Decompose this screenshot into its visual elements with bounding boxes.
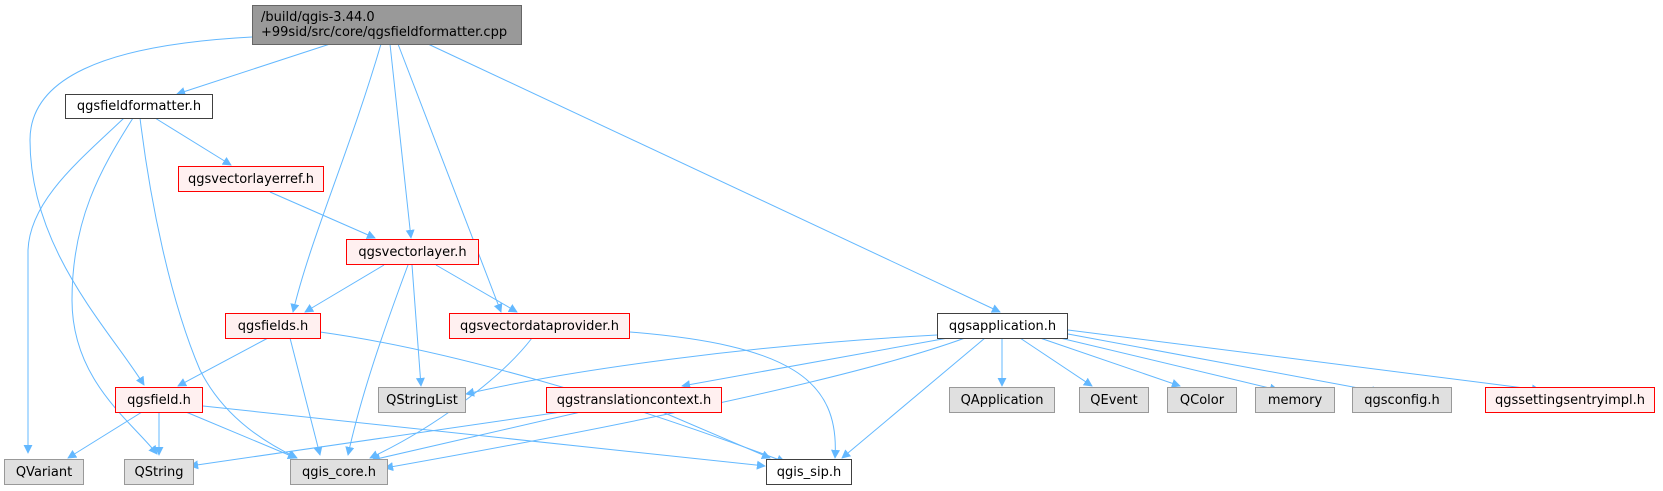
node-qevent[interactable]: QEvent — [1079, 387, 1149, 413]
node-label: qgsconfig.h — [1364, 392, 1440, 408]
edge-qgsvectordataprovider-qgis-sip — [629, 331, 841, 459]
node-qgsfield-h[interactable]: qgsfield.h — [115, 387, 203, 413]
node-qgssettingsentryimpl-h[interactable]: qgssettingsentryimpl.h — [1485, 387, 1655, 413]
node-root-line1: /build/qgis-3.44.0 — [261, 10, 375, 25]
node-memory[interactable]: memory — [1255, 387, 1335, 413]
edge-qgsvectorlayerref-qgsvectorlayer — [269, 191, 376, 239]
edge-qgsvectorlayer-qgsfields — [304, 264, 385, 313]
node-label: qgis_sip.h — [776, 464, 842, 480]
edge-root-qgsvectorlayer — [389, 43, 415, 239]
node-qstringlist[interactable]: QStringList — [378, 387, 466, 413]
node-label: qgis_core.h — [302, 464, 376, 480]
edge-qgsfieldformatter-qstring — [71, 117, 158, 455]
edge-qgsapplication-qcolor — [1039, 337, 1181, 388]
node-qcolor[interactable]: QColor — [1167, 387, 1237, 413]
edge-qgstranslationcontext-qgis-sip — [659, 410, 771, 459]
edge-qgsapplication-qgsconfig — [1067, 333, 1381, 395]
edge-qgsfields-qgis-sip — [319, 331, 786, 464]
node-label: QEvent — [1090, 392, 1138, 408]
node-qgsvectorlayerref-h[interactable]: qgsvectorlayerref.h — [178, 166, 324, 192]
node-qgis-core-h[interactable]: qgis_core.h — [290, 459, 388, 485]
node-qstring[interactable]: QString — [124, 459, 194, 485]
edge-qgsvectorlayer-qstringlist — [411, 264, 425, 387]
edge-qgsvectorlayer-qgis-core — [345, 264, 409, 456]
edge-qgsapplication-memory — [1059, 337, 1279, 393]
node-label: qgsvectorlayerref.h — [188, 171, 314, 187]
node-qgsfieldformatter-h[interactable]: qgsfieldformatter.h — [65, 94, 213, 119]
node-label: QStringList — [386, 392, 458, 408]
edge-qgsvectorlayer-qgsvectordataprovider — [435, 264, 518, 313]
node-label: qgstranslationcontext.h — [556, 392, 712, 408]
node-label: qgsfieldformatter.h — [76, 99, 202, 114]
edge-qgsfield-qvariant — [67, 411, 143, 459]
edge-qgsapplication-qgstranslationcontext — [681, 337, 949, 389]
edge-qgsapplication-qevent — [1019, 337, 1093, 387]
node-label: memory — [1267, 392, 1323, 408]
node-qgsfields-h[interactable]: qgsfields.h — [225, 313, 321, 339]
edge-qgsapplication-qstringlist — [465, 334, 938, 397]
edge-root-qgsapplication — [427, 43, 1001, 313]
edge-qgsfieldformatter-qvariant — [23, 117, 125, 454]
edge-qgstranslationcontext-qgis-core — [371, 410, 586, 463]
node-label: QString — [134, 464, 184, 480]
node-label: qgsfields.h — [237, 318, 309, 334]
node-label: qgsfield.h — [127, 392, 191, 408]
edge-qgsfield-qgis-core — [185, 411, 297, 460]
edge-root-qgsfield — [29, 36, 253, 386]
node-qgsvectordataprovider-h[interactable]: qgsvectordataprovider.h — [449, 313, 630, 339]
edge-root-qgsfieldformatter — [176, 43, 331, 96]
node-label: qgsapplication.h — [948, 318, 1057, 334]
edge-qgsfieldformatter-qgis-core — [139, 117, 298, 459]
node-qgsconfig-h[interactable]: qgsconfig.h — [1352, 387, 1452, 413]
edge-qgsfield-qgis-sip — [202, 405, 766, 470]
edge-root-qgsfields — [290, 43, 382, 313]
node-qgstranslationcontext-h[interactable]: qgstranslationcontext.h — [546, 387, 722, 413]
edge-qgstranslationcontext-qstring — [189, 410, 569, 470]
edge-qgsfields-qgsfield — [177, 337, 269, 387]
edge-qgsfieldformatter-qgsvectorlayerref — [154, 117, 232, 166]
node-label: qgssettingsentryimpl.h — [1494, 392, 1645, 408]
node-qgsvectorlayer-h[interactable]: qgsvectorlayer.h — [346, 239, 479, 265]
node-label: QVariant — [15, 464, 73, 480]
node-qvariant[interactable]: QVariant — [4, 459, 84, 485]
node-label: QColor — [1179, 392, 1225, 408]
edge-qgsapplication-qgis-sip — [841, 337, 986, 459]
edge-qgsapplication-qgssettingsentryimpl — [1067, 329, 1541, 394]
node-label: qgsvectorlayer.h — [358, 244, 467, 260]
node-qgis-sip-h[interactable]: qgis_sip.h — [766, 459, 852, 485]
node-root-line2: +99sid/src/core/qgsfieldformatter.cpp — [261, 25, 508, 40]
node-qapplication[interactable]: QApplication — [949, 387, 1055, 413]
node-root-qgsfieldformatter-cpp[interactable]: /build/qgis-3.44.0 +99sid/src/core/qgsfi… — [252, 5, 522, 45]
node-label: qgsvectordataprovider.h — [460, 318, 619, 334]
node-qgsapplication-h[interactable]: qgsapplication.h — [937, 313, 1068, 339]
edge-qgsfields-qgis-core — [289, 337, 323, 456]
node-label: QApplication — [960, 392, 1044, 408]
edge-root-qgsvectordataprovider — [397, 43, 503, 313]
